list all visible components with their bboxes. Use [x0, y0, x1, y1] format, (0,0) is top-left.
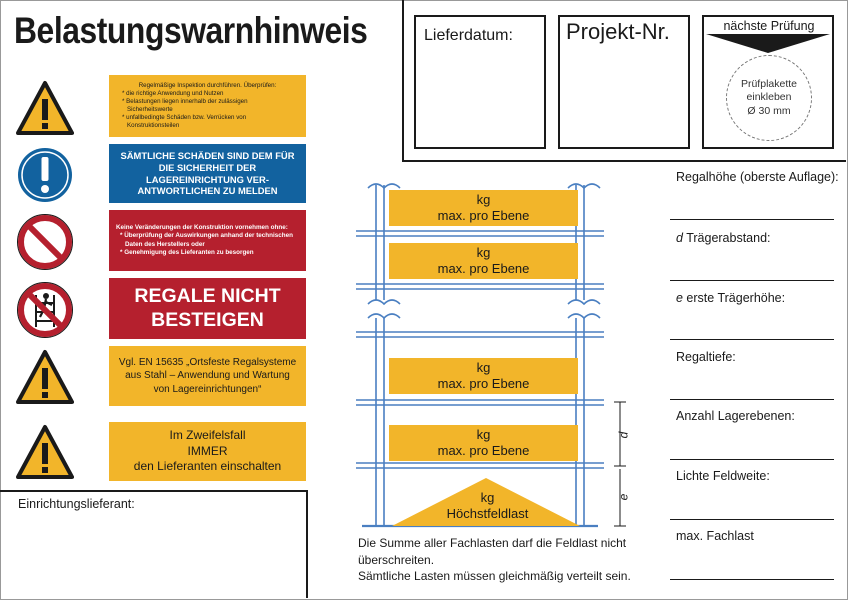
project-no-box[interactable]: [558, 15, 690, 149]
warning-triangle-icon: [16, 350, 74, 404]
sticker-line: einkleben: [746, 91, 792, 104]
delivery-date-label: Lieferdatum:: [424, 27, 513, 44]
beam-max: max. pro Ebene: [437, 261, 530, 276]
page-title: Belastungswarnhinweis: [14, 10, 368, 51]
beam-kg: kg: [476, 244, 491, 260]
norm-panel: Vgl. EN 15635 „Ortsfeste Regalsysteme au…: [109, 346, 306, 406]
inspection-sticker-circle[interactable]: Prüfplakette einkleben Ø 30 mm: [726, 55, 812, 141]
norm-text: Vgl. EN 15635 „Ortsfeste Regalsysteme au…: [118, 356, 297, 395]
field-line-rack-height[interactable]: [670, 219, 834, 220]
dimension-d-label: d: [616, 431, 631, 439]
damage-report-panel: SÄMTLICHE SCHÄDEN SIND DEM FÜR DIE SICHE…: [109, 144, 306, 203]
max-field-text: Höchstfeldlast: [446, 506, 529, 522]
dimension-e-label: e: [616, 493, 631, 501]
supplier-label: Einrichtungslieferant:: [18, 497, 135, 511]
inspection-item: * die richtige Anwendung und Nutzen: [122, 89, 224, 97]
field-line-levels[interactable]: [670, 459, 834, 460]
load-note: Die Summe aller Fachlasten darf die Feld…: [358, 535, 631, 585]
damage-report-text: SÄMTLICHE SCHÄDEN SIND DEM FÜR DIE SICHE…: [120, 150, 295, 197]
field-line-clear-width[interactable]: [670, 519, 834, 520]
mandatory-exclamation-icon: [18, 148, 72, 202]
project-no-label: Projekt-Nr.: [566, 19, 670, 44]
sticker-line: Ø 30 mm: [747, 104, 791, 117]
beam-load-label: kg max. pro Ebene: [389, 243, 578, 279]
max-field-load-label: kg Höchstfeldlast: [430, 490, 545, 523]
beam-load-label: kg max. pro Ebene: [389, 358, 578, 394]
field-text: Anzahl Lagerebenen:: [676, 409, 795, 423]
field-label-levels: Anzahl Lagerebenen:: [676, 409, 795, 423]
field-text: Lichte Feldweite:: [676, 469, 770, 483]
beam-load-label: kg max. pro Ebene: [389, 190, 578, 226]
max-field-kg: kg: [480, 490, 495, 505]
supplier-field[interactable]: [0, 490, 308, 598]
beam-kg: kg: [476, 426, 491, 442]
warning-triangle-icon: [16, 425, 74, 479]
beam-load-label: kg max. pro Ebene: [389, 425, 578, 461]
inspection-head: Regelmäßige Inspektion durchführen. Über…: [138, 81, 277, 89]
beam-max: max. pro Ebene: [437, 443, 530, 458]
field-prefix: e: [676, 291, 683, 305]
note-line: überschreiten.: [358, 552, 435, 567]
beam-kg: kg: [476, 359, 491, 375]
field-text: Regalhöhe (oberste Auflage):: [676, 170, 839, 184]
field-text: erste Trägerhöhe:: [682, 291, 786, 305]
inspection-panel: Regelmäßige Inspektion durchführen. Über…: [109, 75, 306, 137]
next-inspection-box[interactable]: [702, 15, 834, 149]
doubt-line: Im Zweifelsfall: [169, 428, 246, 443]
no-changes-head: Keine Veränderungen der Konstruktion vor…: [116, 223, 288, 231]
no-changes-item: * Überprüfung der Auswirkungen anhand de…: [120, 232, 293, 248]
no-changes-item: * Genehmigung des Lieferanten zu besorge…: [120, 248, 254, 256]
field-text: max. Fachlast: [676, 529, 754, 543]
field-label-rack-depth: Regaltiefe:: [676, 350, 736, 364]
down-arrow-icon: [706, 34, 830, 53]
field-line-first-beam-height[interactable]: [670, 339, 834, 340]
beam-max: max. pro Ebene: [437, 208, 530, 223]
delivery-date-box[interactable]: [414, 15, 546, 149]
field-label-max-shelf-load: max. Fachlast: [676, 529, 754, 543]
doubt-panel: Im Zweifelsfall IMMER den Lieferanten ei…: [109, 422, 306, 481]
beam-max: max. pro Ebene: [437, 376, 530, 391]
no-changes-panel: Keine Veränderungen der Konstruktion vor…: [109, 210, 306, 271]
no-climbing-icon: [17, 282, 73, 338]
field-prefix: d: [676, 231, 683, 245]
note-line: Sämtliche Lasten müssen gleichmäßig vert…: [358, 569, 631, 584]
no-climb-text: REGALE NICHT BESTEIGEN: [134, 285, 281, 331]
field-line-max-shelf-load[interactable]: [670, 579, 834, 580]
prohibition-icon: [17, 214, 73, 270]
field-line-rack-depth[interactable]: [670, 399, 834, 400]
field-text: Trägerabstand:: [682, 231, 771, 245]
field-line-beam-distance[interactable]: [670, 280, 834, 281]
inspection-item: * Belastungen liegen innerhalb der zuläs…: [122, 97, 248, 113]
rack-diagram: [356, 183, 626, 528]
next-inspection-label: nächste Prüfung: [723, 19, 815, 33]
field-label-clear-width: Lichte Feldweite:: [676, 469, 770, 483]
field-text: Regaltiefe:: [676, 350, 736, 364]
info-frame: [402, 0, 846, 162]
field-label-first-beam-height: e erste Trägerhöhe:: [676, 291, 785, 305]
sticker-line: Prüfplakette: [740, 77, 798, 90]
inspection-item: * unfallbedingte Schäden bzw. Verrücken …: [122, 114, 247, 130]
note-line: Die Summe aller Fachlasten darf die Feld…: [358, 536, 627, 550]
no-climb-panel: REGALE NICHT BESTEIGEN: [109, 278, 306, 339]
doubt-line: IMMER: [187, 443, 228, 458]
field-label-beam-distance: d Trägerabstand:: [676, 231, 771, 245]
warning-triangle-icon: [16, 81, 74, 135]
field-label-rack-height: Regalhöhe (oberste Auflage):: [676, 170, 839, 184]
beam-kg: kg: [476, 191, 491, 207]
doubt-line: den Lieferanten einschalten: [133, 459, 282, 474]
